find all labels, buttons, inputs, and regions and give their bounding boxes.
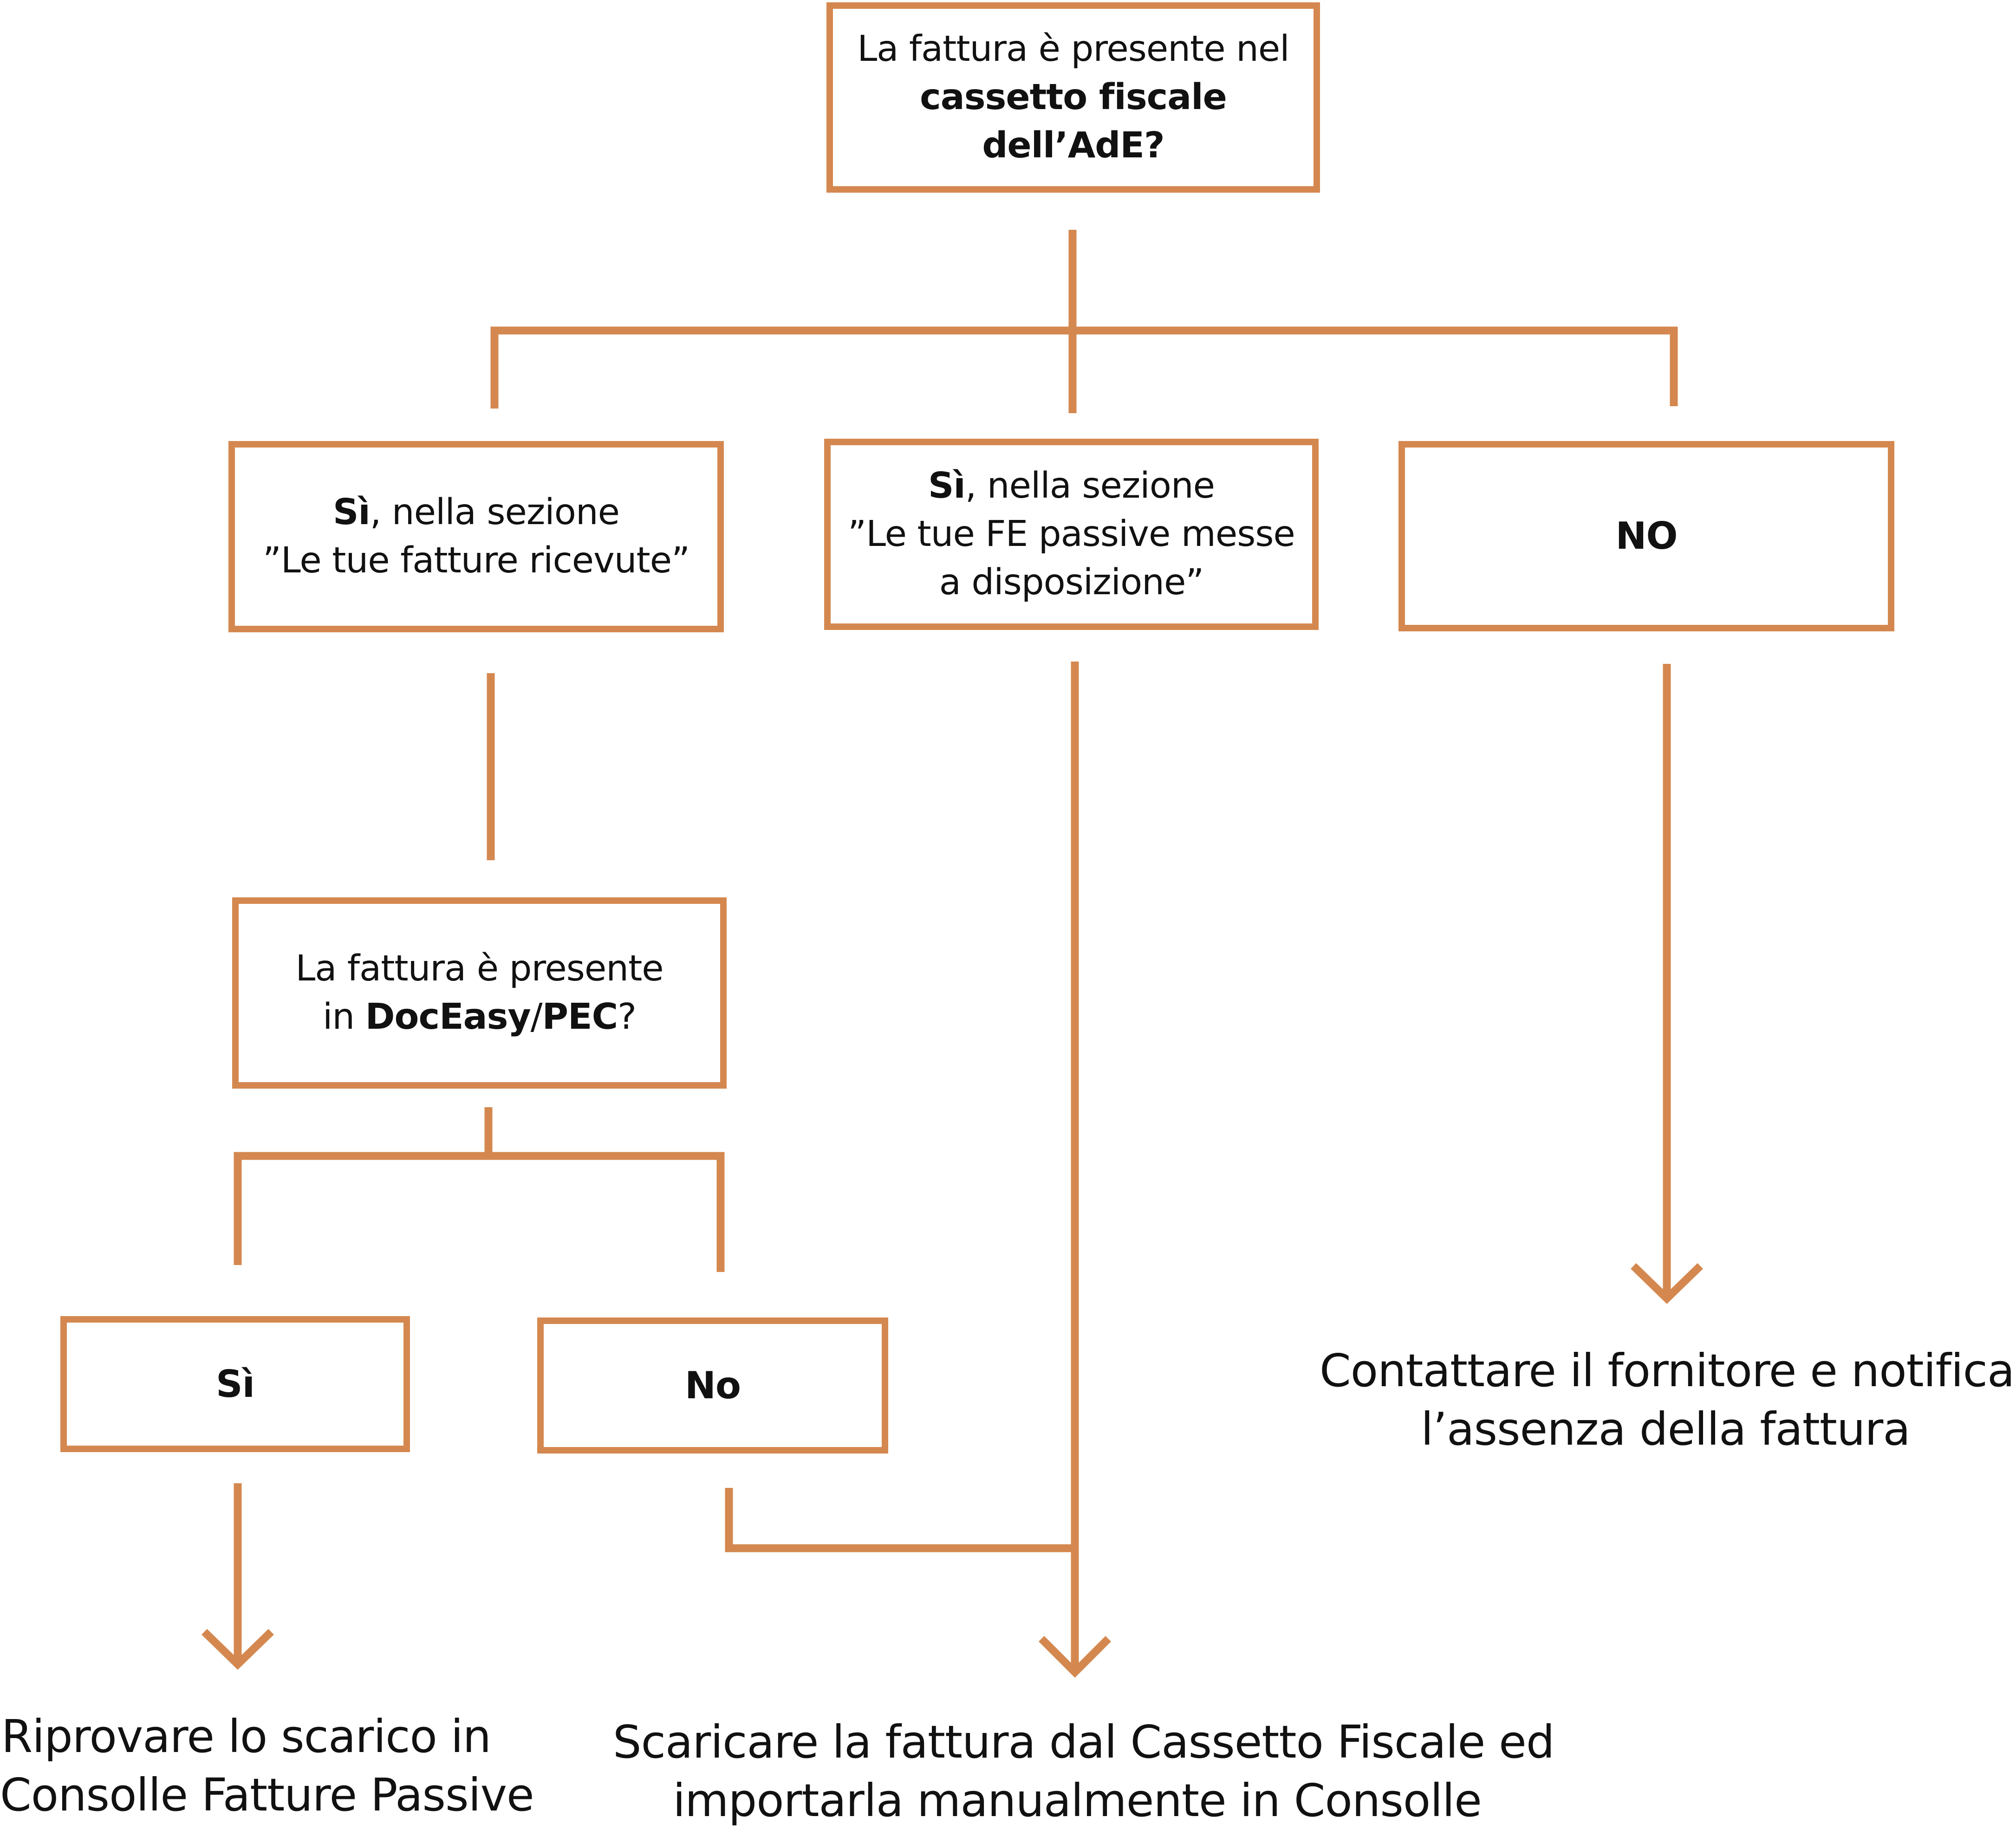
download-outcome-text: Scaricare la fattura dal Cassetto Fiscal…	[613, 1713, 1554, 1830]
left-yes-bold: Sì	[332, 492, 371, 533]
contact-outcome-text: Contattare il fornitore e notificare l’a…	[1320, 1342, 2016, 1459]
contact-arrowhead	[1631, 1263, 1703, 1304]
retry-outcome-line1: Riprovare lo scarico in	[1, 1710, 491, 1763]
top-branch-bar	[490, 326, 1678, 409]
doceasy-question-box: La fattura è presente in DocEasy/PEC?	[232, 897, 727, 1089]
left-yes-line2: ”Le tue fatture ricevute”	[262, 540, 690, 581]
right-no-box: NO	[1398, 441, 1894, 631]
contact-outcome-line1: Contattare il fornitore e notificare	[1320, 1344, 2016, 1397]
sub-branch-bar	[234, 1152, 725, 1272]
middle-yes-rest: , nella sezione	[965, 465, 1215, 506]
doceasy-label: DocEasy	[365, 996, 531, 1038]
sub-yes-box: Sì	[60, 1316, 410, 1452]
pec-label: PEC	[542, 996, 618, 1038]
doceasy-question-prefix: in	[322, 996, 365, 1038]
root-question-box: La fattura è presente nel cassetto fisca…	[826, 2, 1320, 193]
retry-outcome-line2: Consolle Fatture Passive	[0, 1769, 534, 1821]
root-question-line1: La fattura è presente nel	[857, 28, 1289, 70]
middle-yes-bold: Sì	[928, 465, 966, 506]
left-yes-rest: , nella sezione	[370, 492, 620, 533]
middle-yes-line2: ”Le tue FE passive messe	[848, 513, 1295, 555]
sub-no-box: No	[537, 1317, 888, 1454]
root-question-line2: cassetto fiscale dell’AdE?	[920, 77, 1227, 166]
right-no-label: NO	[1615, 514, 1678, 558]
middle-yes-line3: a disposizione”	[939, 562, 1204, 603]
download-outcome-line1: Scaricare la fattura dal Cassetto Fiscal…	[613, 1716, 1554, 1768]
sub-no-label: No	[685, 1363, 741, 1407]
doceasy-question-suffix: ?	[618, 996, 637, 1038]
doceasy-separator: /	[530, 996, 543, 1038]
retry-arrowhead	[202, 1629, 274, 1670]
retry-outcome-text: Riprovare lo scarico in Consolle Fatture…	[0, 1707, 534, 1824]
download-arrowhead	[1038, 1635, 1112, 1678]
doceasy-question-line1: La fattura è presente	[295, 948, 663, 989]
middle-yes-box: Sì, nella sezione ”Le tue FE passive mes…	[824, 439, 1319, 630]
sub-yes-label: Sì	[215, 1362, 255, 1406]
download-outcome-line2: importarla manualmente in Consolle	[673, 1774, 1482, 1827]
contact-outcome-line2: l’assenza della fattura	[1421, 1403, 1911, 1455]
no-to-main-connector	[725, 1488, 1075, 1552]
left-yes-box: Sì, nella sezione ”Le tue fatture ricevu…	[228, 441, 724, 632]
